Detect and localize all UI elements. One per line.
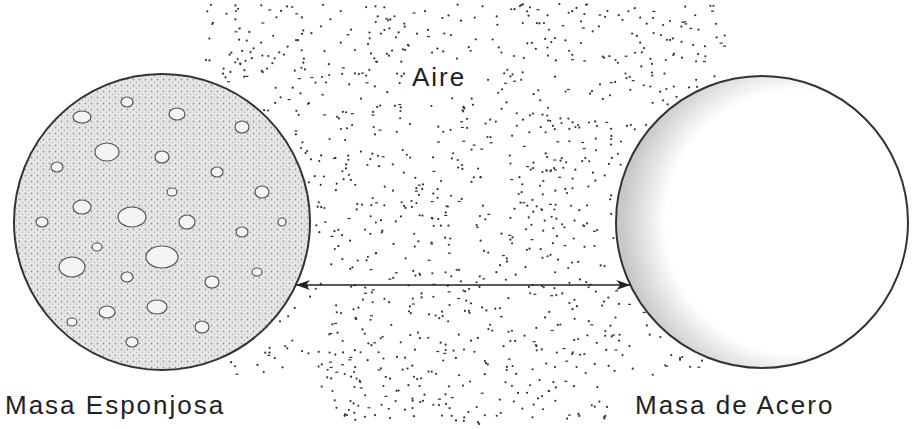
steel-mass: Masa de Acero bbox=[614, 75, 910, 424]
sponge-mass: Masa Esponjosa bbox=[12, 72, 312, 424]
mass-label: Masa de Acero bbox=[635, 390, 834, 420]
double-arrow bbox=[296, 280, 630, 290]
medium-label: Aire bbox=[412, 62, 466, 92]
mass-label: Masa Esponjosa bbox=[5, 390, 225, 420]
circle-outline bbox=[614, 75, 910, 424]
circle-outline bbox=[12, 72, 312, 424]
